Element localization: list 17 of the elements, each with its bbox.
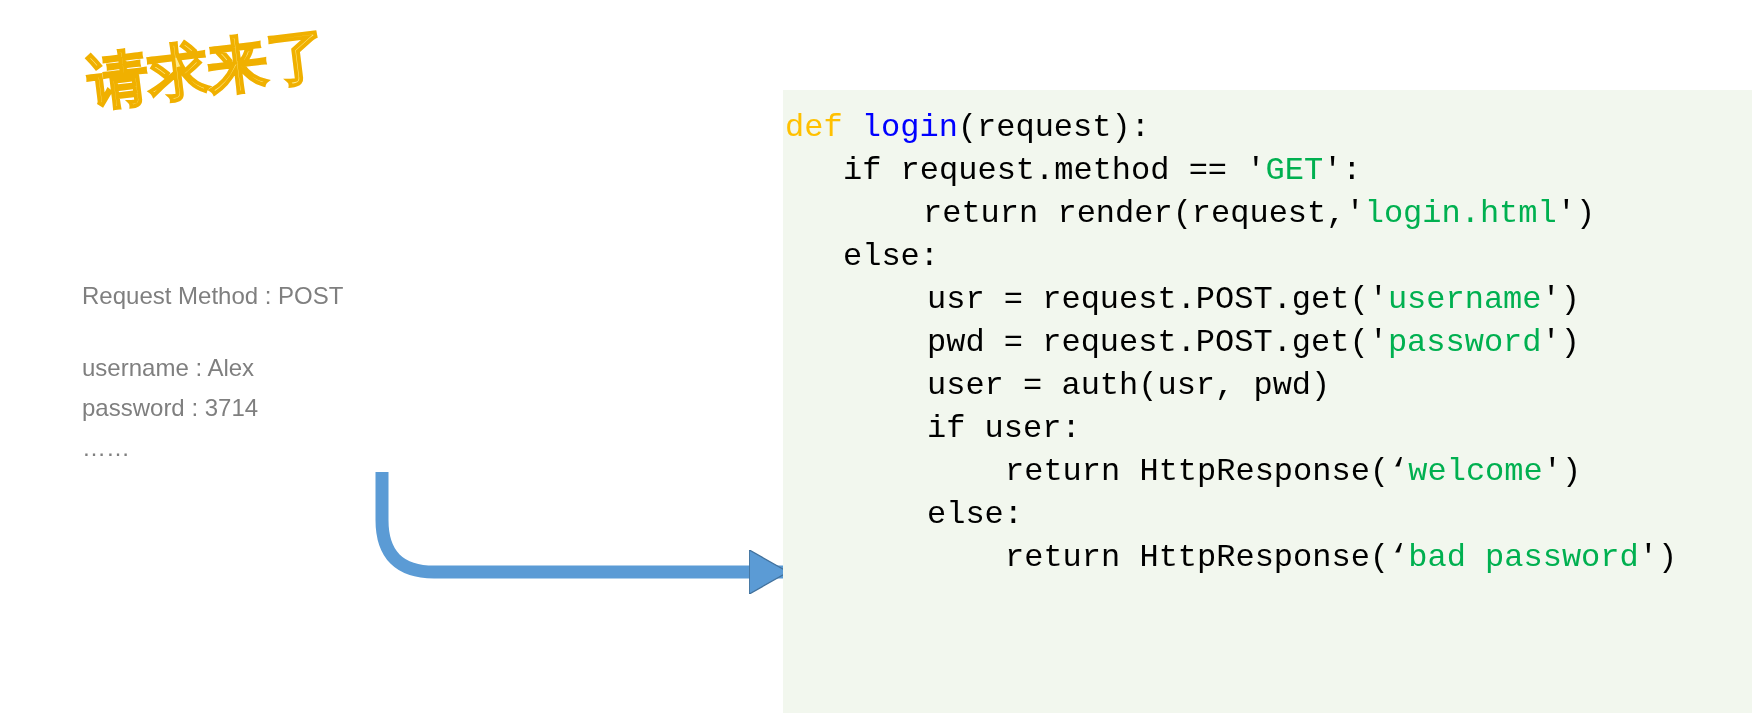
request-text: Request Method : POST (82, 282, 344, 310)
code-panel (783, 90, 1752, 713)
request-text: …… (82, 434, 130, 462)
title: 请求来了 (84, 17, 333, 120)
code-line: return render(request,'login.html') (923, 194, 1596, 234)
code-line: if request.method == 'GET': (843, 151, 1362, 191)
request-text: password : 3714 (82, 394, 259, 422)
code-line: def login(request): (785, 108, 1150, 148)
code-line: return HttpResponse(‘bad password') (1005, 538, 1678, 578)
code-line: usr = request.POST.get('username') (927, 280, 1580, 320)
code-line: else: (843, 237, 939, 277)
code-line: return HttpResponse(‘welcome') (1005, 452, 1582, 492)
code-line: user = auth(usr, pwd) (927, 366, 1331, 406)
code-line: pwd = request.POST.get('password') (927, 323, 1580, 363)
code-line: else: (927, 495, 1023, 535)
code-line: if user: (927, 409, 1081, 449)
request-text: username : Alex (82, 354, 255, 382)
